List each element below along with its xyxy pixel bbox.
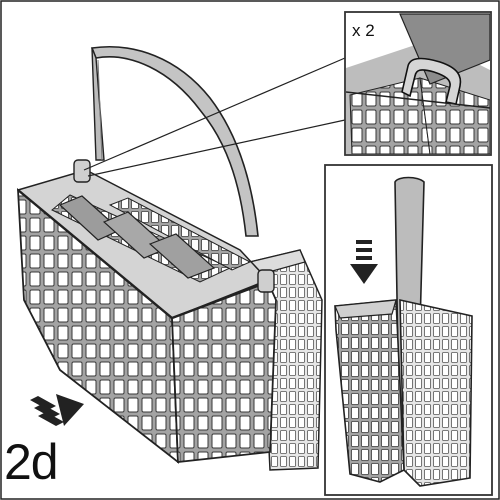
handle-clip-right	[257, 269, 275, 293]
clip-detail-inset: x 2	[344, 11, 492, 156]
compartment-dividers	[58, 195, 216, 279]
main-basket	[16, 46, 323, 471]
step-label: 2d	[4, 434, 59, 490]
callout-lines	[83, 57, 346, 177]
double-right-arrow-icon	[30, 394, 84, 426]
down-arrow-icon	[350, 240, 378, 284]
handle-clip-left	[73, 159, 91, 183]
placement-detail-inset	[324, 164, 493, 496]
quantity-label: x 2	[352, 21, 375, 40]
basket-handle	[90, 46, 259, 237]
clip-hook-detail	[401, 57, 462, 105]
